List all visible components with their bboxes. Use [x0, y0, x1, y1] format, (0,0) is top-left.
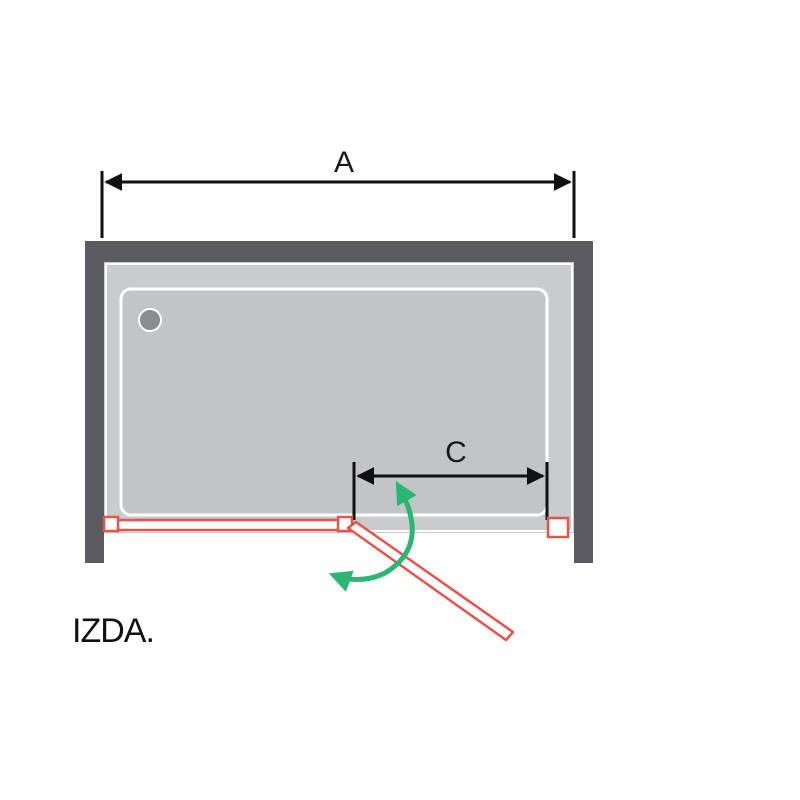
back-wall: [85, 241, 593, 262]
shower-tray: [104, 262, 574, 533]
dimension-a-label: A: [334, 146, 354, 179]
swing-door-panel: [346, 520, 515, 642]
swing-direction-arrow: [328, 481, 417, 592]
fixed-glass-panel: [108, 518, 348, 532]
left-wall: [85, 241, 104, 563]
opening-side-label: IZDA.: [72, 612, 155, 650]
walls: [85, 241, 593, 563]
right-wall: [574, 241, 593, 563]
tray-basin: [119, 287, 549, 517]
drain-icon: [138, 308, 162, 332]
dimension-c-label: C: [445, 436, 467, 469]
dimension-a: A: [100, 146, 576, 238]
hinge-right: [546, 516, 570, 539]
hinge-left: [102, 515, 120, 533]
